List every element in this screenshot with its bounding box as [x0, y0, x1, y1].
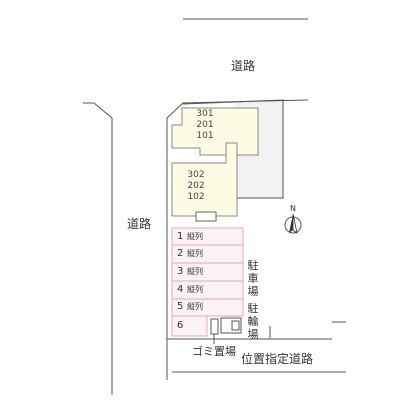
bicycle-parking-inner — [231, 320, 240, 331]
parking-slot-6 — [171, 315, 208, 337]
unit-label: 201 — [196, 120, 214, 130]
parking-slot-type: 縦列 — [187, 302, 203, 311]
parking-slot-number: 1 — [177, 231, 184, 242]
parking-slot-number: 5 — [177, 301, 184, 312]
building-b — [171, 142, 238, 217]
unit-label: 102 — [187, 192, 205, 202]
bicycle-parking-label: 駐輪場 — [247, 302, 259, 341]
parking-slot-type: 縦列 — [187, 285, 203, 294]
parking-label: 駐車場 — [247, 259, 259, 298]
parking-slot-type: 縦列 — [187, 267, 203, 276]
building-entry — [195, 211, 217, 222]
unit-label: 202 — [187, 181, 205, 191]
parking-slot-type: 縦列 — [187, 249, 203, 258]
parking-slot-type: 縦列 — [187, 232, 203, 241]
building-b-units: 302 202 102 — [183, 170, 209, 203]
unit-label: 101 — [196, 131, 214, 141]
unit-label: 301 — [196, 109, 214, 119]
compass-icon — [284, 213, 302, 234]
road-top-label: 道路 — [231, 59, 256, 73]
road-left-label: 道路 — [127, 217, 152, 231]
garbage-box — [210, 318, 219, 335]
left-road-edge — [83, 102, 113, 395]
parking-slot-number: 4 — [177, 284, 184, 295]
compass-label: N — [290, 204, 296, 213]
parking-slot-number: 2 — [177, 248, 184, 259]
site-boundary-inner — [182, 99, 284, 199]
building-a-units: 301 201 101 — [192, 109, 218, 142]
parking-slot-number: 6 — [177, 320, 184, 331]
garbage-area-label: ゴミ置場 — [192, 345, 236, 358]
parking-slot-number: 3 — [177, 266, 184, 277]
unit-label: 302 — [187, 170, 205, 180]
road-bottom-label: 位置指定道路 — [241, 352, 314, 366]
